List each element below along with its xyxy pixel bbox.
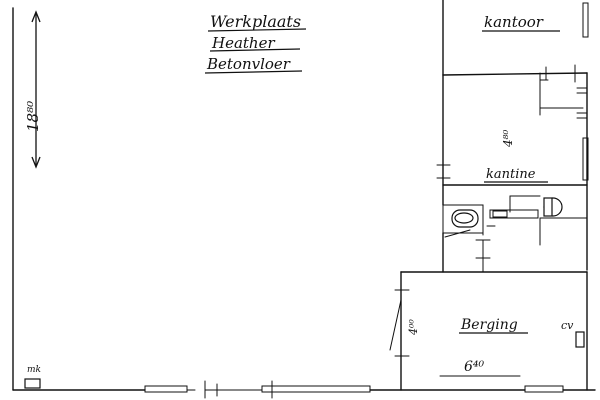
- window-kantoor: [582, 2, 589, 38]
- boiler-icon: [575, 331, 585, 348]
- meter-box-label: mk: [27, 365, 41, 375]
- toilet-tank-icon: [543, 197, 553, 217]
- window-kantine: [582, 137, 589, 181]
- door-bottom-large: [261, 385, 371, 393]
- title-block: Werkplaats Heather Betonvloer: [204, 12, 307, 74]
- berging-width-label: 6⁴⁰: [464, 359, 485, 375]
- window-bottom-2: [524, 385, 564, 393]
- berging-label: Berging: [460, 317, 518, 333]
- counter-sink-icon: [492, 210, 508, 218]
- hallway-doors: [539, 64, 588, 119]
- workshop-depth-label: 18⁸⁰: [24, 101, 42, 132]
- title-werkplaats: Werkplaats: [210, 12, 301, 31]
- room-berging: Berging cv 4⁰⁰ 6⁴⁰: [389, 271, 588, 391]
- title-heather: Heather: [211, 34, 275, 52]
- partition-walls: [400, 232, 588, 273]
- room-kantine: kantine 4⁸⁰: [436, 72, 589, 271]
- room-kantoor: kantoor: [442, 0, 589, 76]
- window-bottom-1: [144, 385, 188, 393]
- bottom-wall: [12, 380, 596, 399]
- workshop-depth-dimension: 18⁸⁰: [24, 10, 42, 169]
- cv-label: cv: [561, 319, 574, 332]
- title-betonvloer: Betonvloer: [206, 55, 291, 73]
- counter: [489, 209, 539, 219]
- kantoor-label: kantoor: [484, 13, 544, 31]
- sink-bowl-icon: [454, 212, 474, 224]
- kantine-label: kantine: [486, 167, 536, 182]
- berging-depth-label: 4⁰⁰: [407, 319, 420, 336]
- meter-box: mk: [24, 365, 41, 389]
- kantine-depth-label: 4⁸⁰: [501, 130, 515, 148]
- toilet-area: [442, 195, 588, 246]
